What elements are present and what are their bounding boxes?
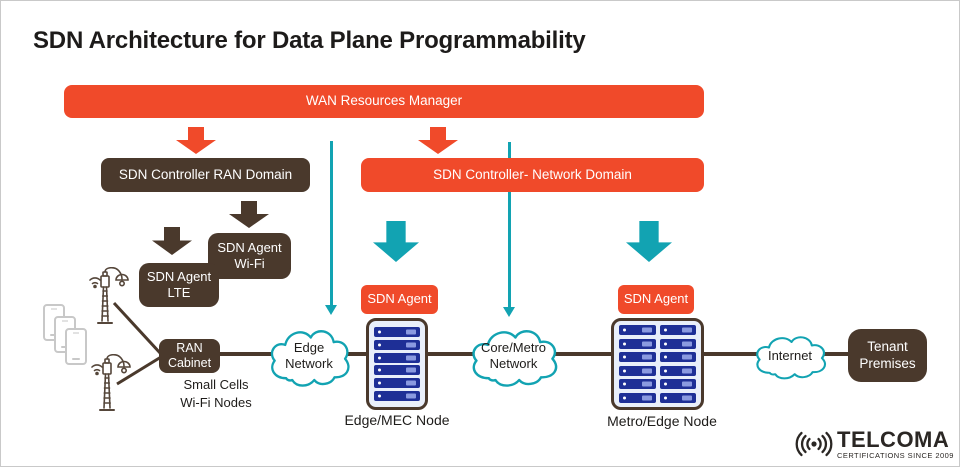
arrowhead-icon: [503, 307, 515, 317]
control-line: [330, 141, 333, 305]
internet-cloud: Internet: [751, 328, 829, 384]
logo-tagline-text: CERTIFICATIONS SINCE 2009: [837, 450, 954, 460]
down-arrow-icon: [229, 201, 269, 228]
server-unit: [374, 378, 420, 389]
metro-edge-node-label: Metro/Edge Node: [607, 413, 717, 429]
core-metro-cloud: Core/Metro Network: [466, 319, 561, 393]
cloud-icon: [756, 336, 826, 380]
radio-signal-icon: [795, 431, 833, 457]
server-unit: [619, 379, 656, 390]
wan-resources-manager-box: WAN Resources Manager: [64, 85, 704, 118]
server-unit: [619, 338, 656, 349]
server-unit: [374, 352, 420, 363]
server-rack-icon: [611, 318, 704, 410]
small-cells-label: Small Cells Wi-Fi Nodes: [180, 377, 252, 411]
server-rack-icon: [366, 318, 428, 410]
server-unit: [659, 325, 696, 336]
telcoma-logo: TELCOMA CERTIFICATIONS SINCE 2009: [794, 427, 954, 461]
server-unit: [619, 365, 656, 376]
server-unit: [374, 365, 420, 376]
cell-tower-icon: [91, 354, 131, 411]
server-unit: [659, 352, 696, 363]
down-arrow-icon: [176, 127, 216, 154]
arrowhead-icon: [325, 305, 337, 315]
server-unit: [659, 338, 696, 349]
access-link-lines: [112, 301, 163, 386]
cloud-label: Core/Metro Network: [480, 339, 547, 371]
server-unit: [374, 391, 420, 402]
sdn-controller-ran-domain-box: SDN Controller RAN Domain: [101, 158, 310, 192]
sdn-agent-metro-box: SDN Agent: [618, 285, 694, 314]
sdn-agent-lte-box: SDN Agent LTE: [139, 263, 219, 307]
edge-network-cloud: Edge Network: [265, 319, 353, 393]
phone-icon: [65, 328, 87, 365]
server-unit: [374, 326, 420, 337]
server-unit: [659, 365, 696, 376]
edge-mec-node-label: Edge/MEC Node: [344, 412, 450, 428]
server-unit: [619, 325, 656, 336]
page-title: SDN Architecture for Data Plane Programm…: [33, 27, 586, 54]
server-unit: [659, 392, 696, 403]
down-arrow-icon: [418, 127, 458, 154]
sdn-agent-wifi-box: SDN Agent Wi-Fi: [208, 233, 291, 279]
mobile-phones-icon: [43, 304, 93, 368]
server-unit: [374, 339, 420, 350]
cloud-label: Edge Network: [285, 339, 333, 371]
server-unit: [619, 392, 656, 403]
down-arrow-icon: [626, 221, 672, 262]
down-arrow-icon: [373, 221, 419, 262]
sdn-agent-edge-box: SDN Agent: [361, 285, 438, 314]
down-arrow-icon: [152, 227, 192, 255]
ran-cabinet-box: RAN Cabinet: [159, 339, 220, 373]
cloud-icon: [270, 330, 350, 387]
control-line: [508, 142, 511, 307]
tenant-premises-box: Tenant Premises: [848, 329, 927, 382]
server-unit: [659, 379, 696, 390]
cloud-icon: [472, 330, 558, 387]
sdn-controller-network-domain-box: SDN Controller- Network Domain: [361, 158, 704, 192]
logo-brand-text: TELCOMA: [837, 426, 950, 452]
cloud-label: Internet: [767, 347, 813, 363]
server-unit: [619, 352, 656, 363]
cell-tower-icon: [89, 267, 129, 324]
